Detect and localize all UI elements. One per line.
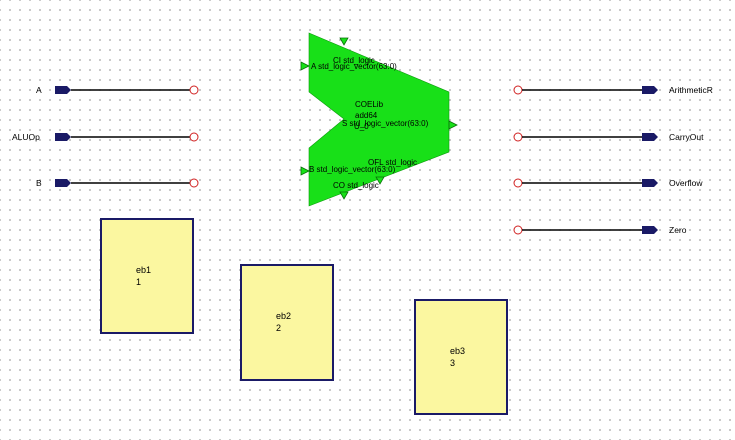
a-port-label: A std_logic_vector(63:0) [311,62,397,71]
a-pin-icon [300,61,310,71]
block-number: 3 [450,358,456,368]
input-port-arrow-icon [55,86,71,94]
wire-end-bubble-icon [513,225,523,235]
s-pin-icon [448,120,458,130]
output-port-arrow-icon [642,179,658,187]
component-name-label: add64 [355,111,378,120]
component-library-label: COELib [355,100,384,109]
wire-end-bubble-icon [189,85,199,95]
ofl-port-label: OFL std_logic [368,158,417,167]
component-instance-label: U_0 [354,122,369,131]
output-port-carryout[interactable]: CarryOut [513,132,704,142]
wire-end-bubble-icon [513,178,523,188]
block-number: 1 [136,277,142,287]
wire-end-bubble-icon [513,132,523,142]
b-port-label: B std_logic_vector(63:0) [309,165,396,174]
co-port-label: CO std_logic [333,181,379,190]
output-port-label: Overflow [669,178,703,188]
embedded-block-eb3[interactable]: eb3 3 [414,299,508,415]
output-port-arrow-icon [642,86,658,94]
block-number: 2 [276,323,282,333]
adder-component[interactable]: CI std_logic A std_logic_vector(63:0) CO… [300,32,458,207]
input-port-label: B [36,178,42,188]
output-port-zero[interactable]: Zero [513,225,687,235]
input-port-b[interactable]: B [36,178,199,188]
output-port-arrow-icon [642,226,658,234]
input-port-a[interactable]: A [36,85,199,95]
s-port-label: S std_logic_vector(63:0) [342,119,429,128]
block-name: eb3 [450,346,466,356]
output-port-label: ArithmeticR [669,85,713,95]
wire-end-bubble-icon [189,132,199,142]
co-pin-icon [339,191,349,200]
wire-end-bubble-icon [189,178,199,188]
block-name: eb2 [276,311,292,321]
input-port-label: A [36,85,42,95]
input-port-arrow-icon [55,133,71,141]
block-name: eb1 [136,265,152,275]
output-port-label: Zero [669,225,687,235]
ofl-pin-icon [375,176,385,185]
input-port-arrow-icon [55,179,71,187]
output-port-overflow[interactable]: Overflow [513,178,703,188]
embedded-block-eb1[interactable]: eb1 1 [100,218,194,334]
ci-port-label: CI std_logic [333,56,375,65]
adder-body [308,32,450,207]
wire-end-bubble-icon [513,85,523,95]
input-port-aluop[interactable]: ALUOp [12,132,199,142]
output-port-arrow-icon [642,133,658,141]
ci-pin-icon [339,37,349,46]
b-pin-icon [300,166,310,176]
embedded-block-eb2[interactable]: eb2 2 [240,264,334,381]
output-port-label: CarryOut [669,132,704,142]
output-port-arithmeticr[interactable]: ArithmeticR [513,85,713,95]
input-port-label: ALUOp [12,132,40,142]
